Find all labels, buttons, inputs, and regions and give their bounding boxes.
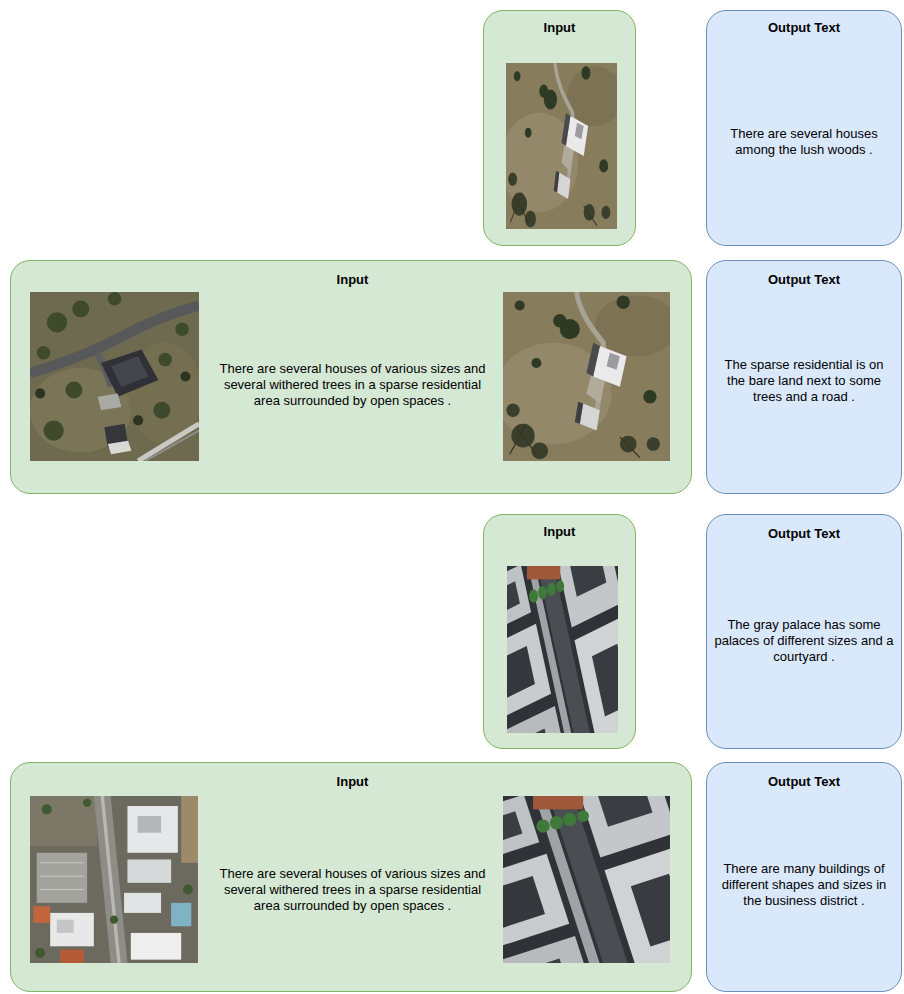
output-text-box: Output TextThere are several houses amon… bbox=[706, 10, 902, 246]
aerial-photo bbox=[503, 796, 670, 963]
caption-text: There are several houses among the lush … bbox=[714, 126, 894, 158]
caption-text: There are several houses of various size… bbox=[215, 866, 490, 914]
caption-text: There are many buildings of different sh… bbox=[714, 861, 894, 909]
aerial-photo bbox=[30, 796, 198, 963]
panel-title: Output Text bbox=[706, 526, 902, 542]
aerial-photo bbox=[503, 292, 670, 461]
panel-title: Output Text bbox=[706, 774, 902, 790]
input-panel: Input bbox=[483, 10, 636, 246]
caption-text: There are several houses of various size… bbox=[215, 361, 490, 409]
input-panel: InputThere are several houses of various… bbox=[10, 260, 692, 494]
aerial-photo bbox=[30, 292, 199, 461]
panel-title: Output Text bbox=[706, 20, 902, 36]
caption-text: The gray palace has some palaces of diff… bbox=[714, 617, 894, 665]
input-panel: InputThere are several houses of various… bbox=[10, 762, 692, 992]
panel-title: Output Text bbox=[706, 272, 902, 288]
output-text-box: Output TextThere are many buildings of d… bbox=[706, 762, 902, 992]
input-panel: Input bbox=[483, 514, 636, 749]
panel-title: Input bbox=[215, 272, 490, 288]
output-text-box: Output TextThe sparse residential is on … bbox=[706, 260, 902, 494]
aerial-photo bbox=[506, 63, 617, 229]
output-text-box: Output TextThe gray palace has some pala… bbox=[706, 514, 902, 749]
panel-title: Input bbox=[483, 20, 636, 36]
aerial-photo bbox=[507, 566, 618, 733]
panel-title: Input bbox=[215, 774, 490, 790]
panel-title: Input bbox=[483, 524, 636, 540]
caption-text: The sparse residential is on the bare la… bbox=[714, 357, 894, 405]
